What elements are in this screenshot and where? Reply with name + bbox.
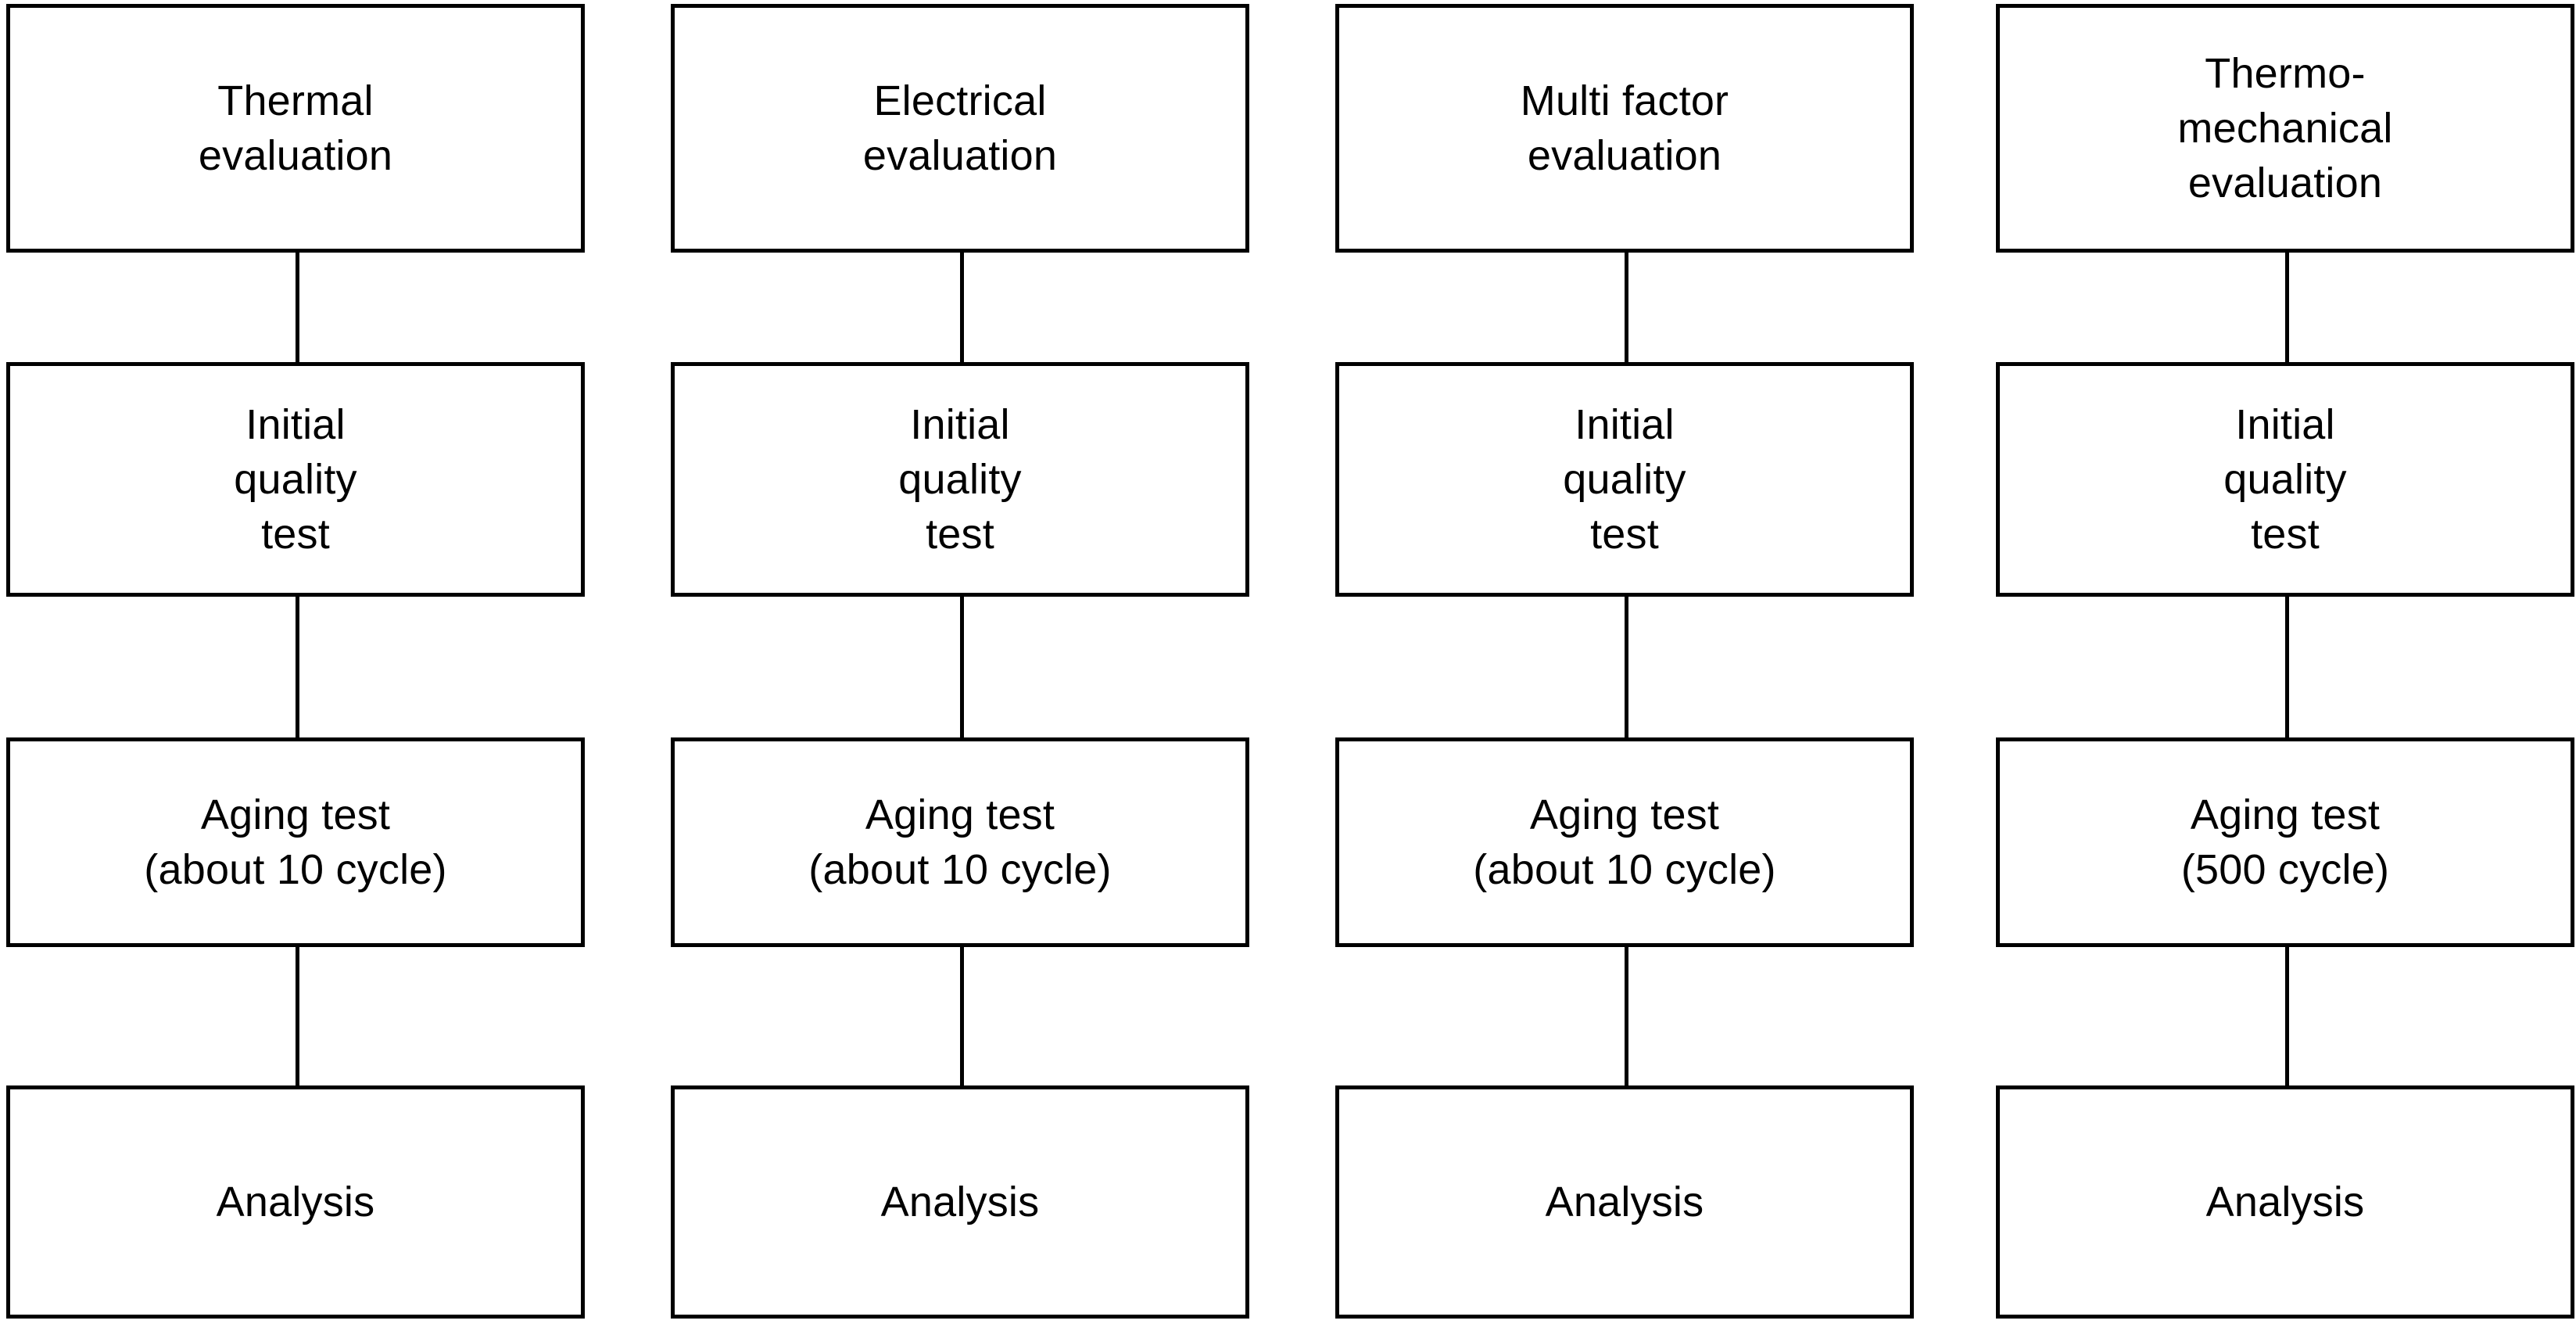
node-thermal-analysis[interactable]: Analysis	[6, 1085, 585, 1319]
node-label: Initial quality test	[234, 400, 357, 558]
node-thermal-evaluation[interactable]: Thermal evaluation	[6, 4, 585, 253]
node-label: Multi factor evaluation	[1520, 77, 1729, 179]
connector-thermal-row2-row3	[296, 945, 299, 1088]
node-label: Aging test (about 10 cycle)	[1473, 791, 1776, 893]
node-label: Aging test (about 10 cycle)	[144, 791, 447, 893]
node-multi-factor-aging-test[interactable]: Aging test (about 10 cycle)	[1335, 737, 1914, 947]
node-label: Electrical evaluation	[862, 77, 1058, 179]
connector-electrical-row1-row2	[960, 594, 964, 740]
node-multi-factor-initial-quality-test[interactable]: Initial quality test	[1335, 362, 1914, 597]
connector-thermal-row0-row1	[296, 250, 299, 364]
connector-thermo-mechanical-row2-row3	[2285, 945, 2289, 1088]
node-electrical-evaluation[interactable]: Electrical evaluation	[671, 4, 1249, 253]
node-multi-factor-analysis[interactable]: Analysis	[1335, 1085, 1914, 1319]
node-label: Analysis	[880, 1178, 1040, 1225]
connector-thermal-row1-row2	[296, 594, 299, 740]
node-thermo-mechanical-analysis[interactable]: Analysis	[1996, 1085, 2574, 1319]
node-thermo-mechanical-evaluation[interactable]: Thermo- mechanical evaluation	[1996, 4, 2574, 253]
flow-column-thermo-mechanical: Thermo- mechanical evaluation Initial qu…	[1996, 0, 2574, 1342]
node-label: Aging test (500 cycle)	[2180, 791, 2390, 893]
node-label: Analysis	[2205, 1178, 2365, 1225]
node-label: Analysis	[1545, 1178, 1704, 1225]
flow-column-multi-factor: Multi factor evaluation Initial quality …	[1335, 0, 1914, 1342]
connector-electrical-row2-row3	[960, 945, 964, 1088]
node-electrical-aging-test[interactable]: Aging test (about 10 cycle)	[671, 737, 1249, 947]
node-label: Thermo- mechanical evaluation	[2177, 49, 2393, 207]
connector-multi-factor-row2-row3	[1625, 945, 1628, 1088]
node-electrical-analysis[interactable]: Analysis	[671, 1085, 1249, 1319]
node-label: Thermal evaluation	[198, 77, 393, 179]
connector-thermo-mechanical-row1-row2	[2285, 594, 2289, 740]
node-thermal-initial-quality-test[interactable]: Initial quality test	[6, 362, 585, 597]
node-label: Analysis	[216, 1178, 375, 1225]
flow-column-electrical: Electrical evaluation Initial quality te…	[671, 0, 1249, 1342]
node-multi-factor-evaluation[interactable]: Multi factor evaluation	[1335, 4, 1914, 253]
node-label: Initial quality test	[1563, 400, 1686, 558]
node-label: Aging test (about 10 cycle)	[808, 791, 1112, 893]
node-label: Initial quality test	[898, 400, 1022, 558]
node-label: Initial quality test	[2223, 400, 2347, 558]
connector-multi-factor-row0-row1	[1625, 250, 1628, 364]
node-thermo-mechanical-aging-test[interactable]: Aging test (500 cycle)	[1996, 737, 2574, 947]
node-thermal-aging-test[interactable]: Aging test (about 10 cycle)	[6, 737, 585, 947]
connector-thermo-mechanical-row0-row1	[2285, 250, 2289, 364]
connector-electrical-row0-row1	[960, 250, 964, 364]
connector-multi-factor-row1-row2	[1625, 594, 1628, 740]
node-electrical-initial-quality-test[interactable]: Initial quality test	[671, 362, 1249, 597]
node-thermo-mechanical-initial-quality-test[interactable]: Initial quality test	[1996, 362, 2574, 597]
flow-column-thermal: Thermal evaluation Initial quality test …	[6, 0, 585, 1342]
